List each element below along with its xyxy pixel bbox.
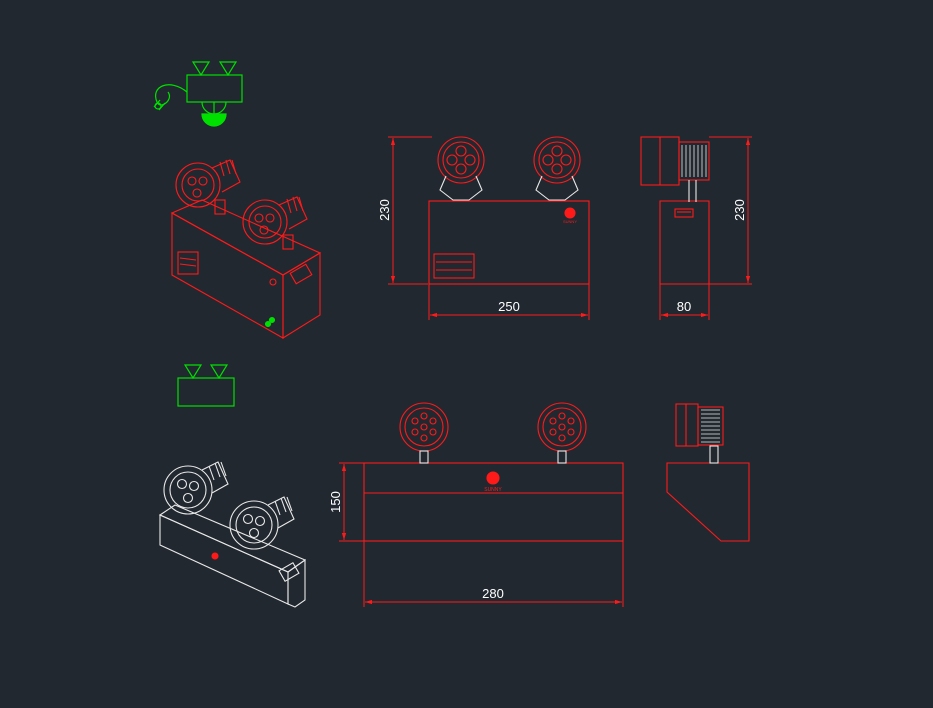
dimension-depth-1 — [659, 284, 710, 320]
dimension-width-2-label: 280 — [482, 586, 504, 601]
logo-text-1: SUNNY — [563, 219, 577, 224]
dimension-height-2 — [339, 462, 364, 542]
dimension-width-1-label: 250 — [498, 299, 520, 314]
side-view-1 — [640, 136, 710, 285]
side-view-2 — [666, 403, 750, 542]
isometric-view-red — [170, 159, 322, 339]
dimension-width-2 — [363, 541, 624, 607]
dimension-height-1-label: 230 — [377, 199, 392, 221]
dimension-side-height-1 — [709, 136, 752, 285]
isometric-view-white — [158, 461, 307, 608]
front-view-2 — [363, 402, 624, 542]
dimension-depth-1-label: 80 — [677, 299, 691, 314]
symbol-2 — [177, 364, 235, 407]
dimension-height-1 — [388, 136, 432, 285]
logo-text-2: SUNNY — [484, 487, 502, 493]
front-view-1 — [428, 136, 590, 285]
dimension-height-2-label: 150 — [328, 491, 343, 513]
dimension-side-height-1-label: 230 — [732, 199, 747, 221]
dimension-width-1 — [428, 284, 590, 320]
symbol-with-plug-1 — [153, 61, 243, 127]
